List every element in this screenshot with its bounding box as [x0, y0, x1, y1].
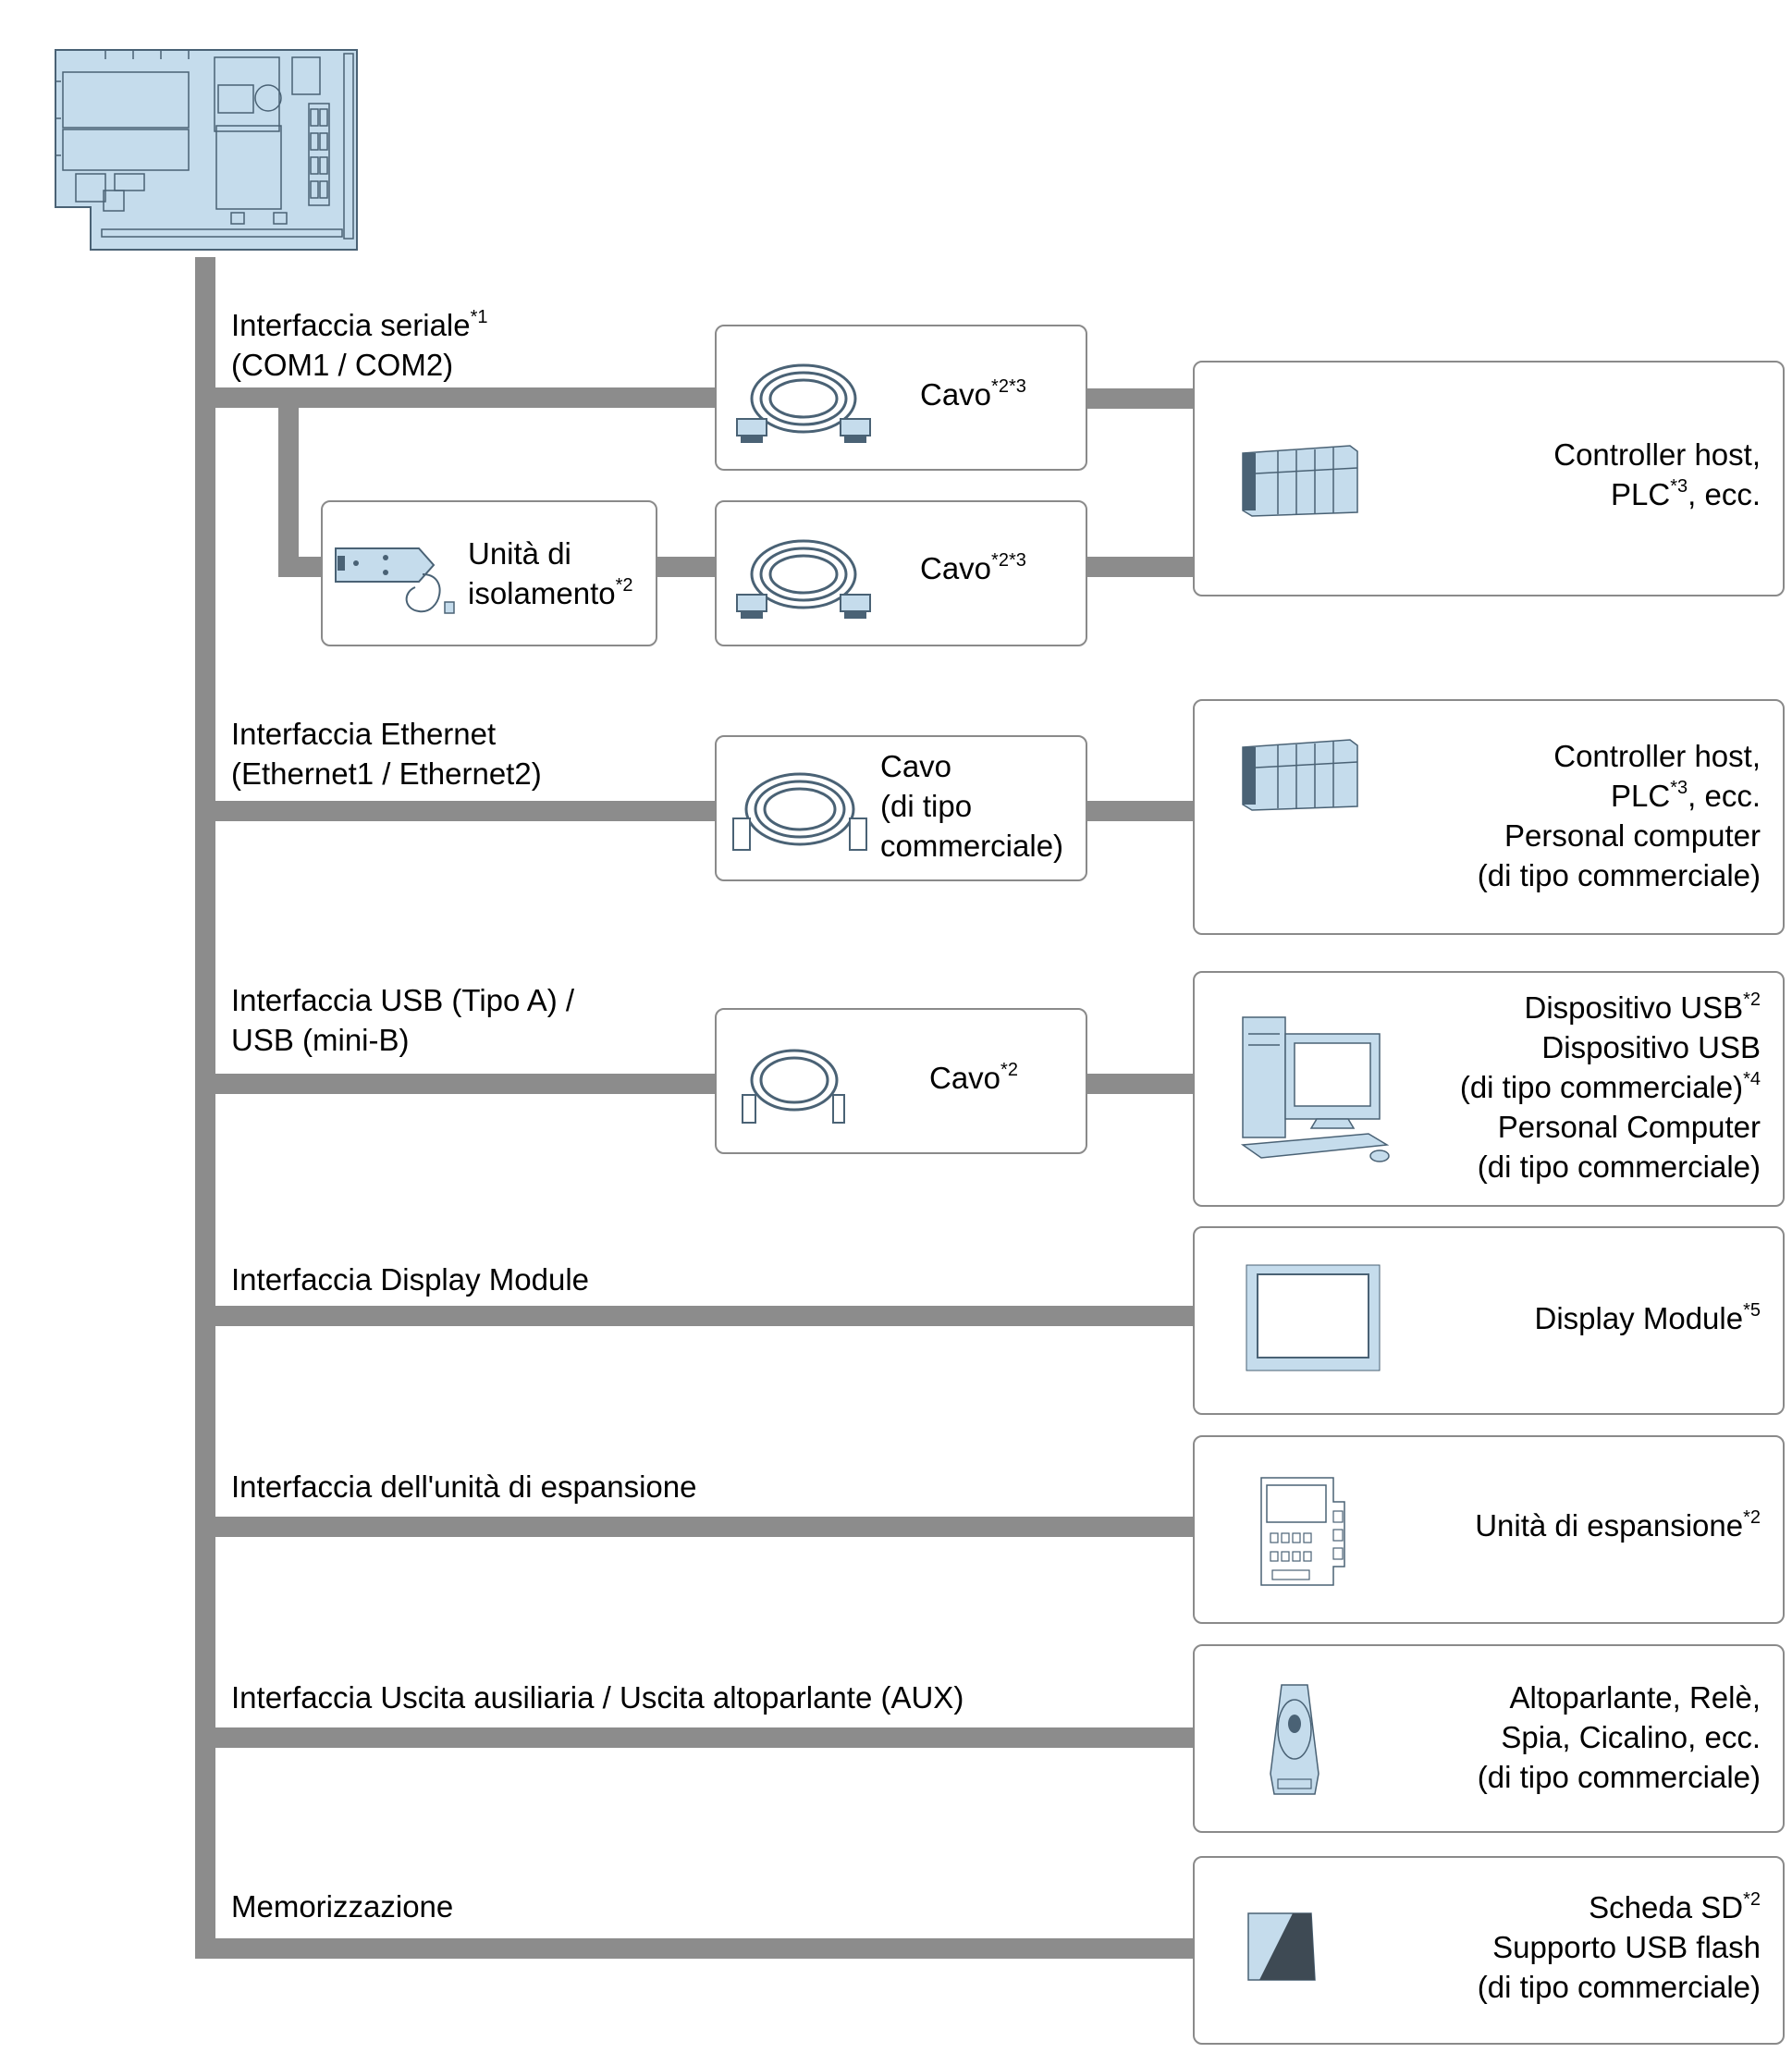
storage-branch-line — [195, 1938, 1195, 1959]
ethernet-device-box: Controller host, PLC*3, ecc. Personal co… — [1193, 699, 1785, 935]
sd-card-icon — [1247, 1912, 1316, 1981]
ethernet-cable-label: Cavo (di tipo commerciale) — [880, 749, 1064, 863]
speaker-icon — [1270, 1684, 1319, 1795]
serial-device-box: Controller host, PLC*3, ecc. — [1193, 361, 1785, 596]
usb-cable-box: Cavo*2 — [715, 1008, 1087, 1154]
personal-computer-icon — [1240, 1016, 1390, 1162]
lan-cable-icon — [732, 772, 867, 851]
isolation-cable-line — [657, 557, 717, 577]
display-module-label: Display Module*5 — [1534, 1300, 1761, 1335]
isolation-unit-icon — [335, 547, 455, 614]
isolation-unit-label: Unità di isolamento*2 — [468, 536, 633, 610]
aux-interface-label: Interfaccia Uscita ausiliaria / Uscita a… — [231, 1680, 964, 1715]
expansion-interface-label: Interfaccia dell'unità di espansione — [231, 1469, 697, 1504]
serial-cable-1-label: Cavo*2*3 — [920, 376, 1026, 412]
usb-branch-line — [195, 1074, 717, 1094]
aux-device-label: Altoparlante, Relè, Spia, Cicalino, ecc.… — [1477, 1680, 1761, 1794]
serial-cable-box-1: Cavo*2*3 — [715, 325, 1087, 471]
expansion-unit-box: Unità di espansione*2 — [1193, 1435, 1785, 1624]
usb-device-label: Dispositivo USB*2 Dispositivo USB (di ti… — [1459, 990, 1761, 1184]
aux-device-box: Altoparlante, Relè, Spia, Cicalino, ecc.… — [1193, 1644, 1785, 1833]
aux-branch-line — [195, 1727, 1195, 1748]
usb-cable-label: Cavo*2 — [929, 1060, 1018, 1095]
usb-interface-label: Interfaccia USB (Tipo A) / USB (mini-B) — [231, 983, 575, 1057]
storage-interface-label: Memorizzazione — [231, 1889, 454, 1924]
ethernet-interface-label: Interfaccia Ethernet (Ethernet1 / Ethern… — [231, 717, 542, 791]
serial-cable-2-label: Cavo*2*3 — [920, 550, 1026, 585]
serial-device-label: Controller host, PLC*3, ecc. — [1553, 437, 1761, 511]
serial-cable-icon — [736, 539, 871, 619]
serial-cable2-device-line — [1086, 557, 1195, 577]
serial-cable1-device-line — [1086, 388, 1195, 409]
serial-drop-line — [278, 398, 299, 575]
serial-branch-line — [195, 387, 717, 408]
plc-icon — [1242, 445, 1358, 517]
serial-isolation-line — [278, 557, 323, 577]
usb-device-box: Dispositivo USB*2 Dispositivo USB (di ti… — [1193, 971, 1785, 1207]
storage-device-box: Scheda SD*2 Supporto USB flash (di tipo … — [1193, 1856, 1785, 2045]
expansion-unit-label: Unità di espansione*2 — [1475, 1507, 1761, 1543]
serial-cable-icon — [736, 363, 871, 443]
hmi-rear-panel-icon — [55, 49, 358, 251]
display-module-icon — [1246, 1264, 1381, 1371]
serial-interface-label: Interfaccia seriale*1 (COM1 / COM2) — [231, 307, 488, 382]
expansion-unit-icon — [1260, 1477, 1345, 1586]
serial-cable-box-2: Cavo*2*3 — [715, 500, 1087, 646]
storage-device-label: Scheda SD*2 Supporto USB flash (di tipo … — [1477, 1889, 1761, 2004]
main-trunk-line — [195, 257, 215, 1957]
display-module-box: Display Module*5 — [1193, 1226, 1785, 1415]
display-interface-label: Interfaccia Display Module — [231, 1262, 590, 1297]
plc-icon — [1242, 739, 1358, 811]
usb-cable-icon — [742, 1049, 845, 1124]
ethernet-device-label: Controller host, PLC*3, ecc. Personal co… — [1477, 739, 1761, 892]
isolation-unit-box: Unità di isolamento*2 — [321, 500, 657, 646]
ethernet-cable-device-line — [1086, 801, 1195, 821]
ethernet-branch-line — [195, 801, 717, 821]
usb-cable-device-line — [1086, 1074, 1195, 1094]
ethernet-cable-box: Cavo (di tipo commerciale) — [715, 735, 1087, 881]
expansion-branch-line — [195, 1517, 1195, 1537]
display-branch-line — [195, 1306, 1195, 1326]
